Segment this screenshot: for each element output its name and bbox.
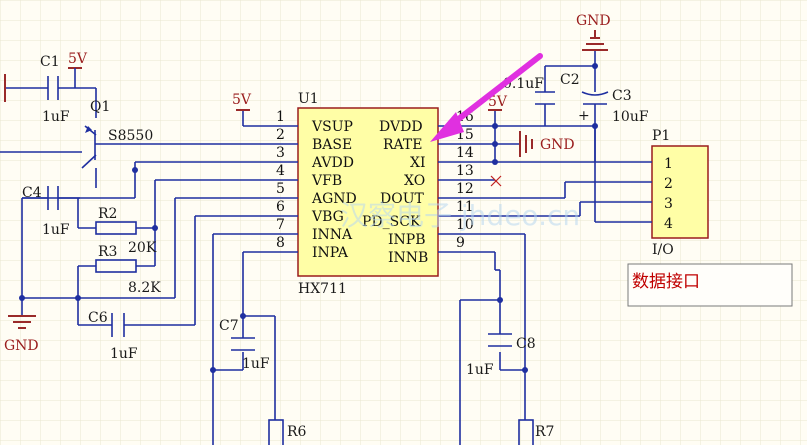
resistor-r3[interactable] <box>95 259 137 273</box>
right-wiring <box>459 50 652 445</box>
c2-ref: C2 <box>560 72 580 88</box>
gnd-symbol-right <box>519 131 533 157</box>
pin-name: VFB <box>311 173 342 189</box>
pointer-arrow <box>430 53 543 142</box>
capacitor-c4[interactable] <box>47 186 59 210</box>
no-connect-mark <box>490 175 502 187</box>
pin-num: 14 <box>456 145 474 161</box>
chip-left-pins: 1 VSUP 2 BASE 3 AVDD 4 VFB 5 AGND 6 VBG … <box>276 109 357 261</box>
pin-num: 10 <box>456 217 474 233</box>
resistor-r7[interactable] <box>518 419 534 445</box>
pin-name: DOUT <box>380 191 425 207</box>
pin-name: INNB <box>388 250 428 266</box>
pin-name: BASE <box>312 137 352 153</box>
connector-pin: 4 <box>664 216 673 232</box>
c8-value: 1uF <box>466 362 494 378</box>
pin-name: XO <box>404 173 425 189</box>
pin-name: RATE <box>383 137 422 153</box>
connector-label: I/O <box>652 242 674 258</box>
pin-name: AGND <box>311 191 357 207</box>
capacitor-c1[interactable] <box>4 74 59 102</box>
resistor-r2[interactable] <box>95 221 137 235</box>
pin-name: AVDD <box>311 155 354 171</box>
gnd-right-label: GND <box>540 137 575 153</box>
chip-right-pin-lines <box>438 125 495 253</box>
left-wiring <box>0 87 276 445</box>
pin-name: INPA <box>312 245 349 261</box>
pin-name: INPB <box>388 232 426 248</box>
c6-ref: C6 <box>88 310 108 326</box>
c7-ref: C7 <box>219 318 239 334</box>
q1-value: S8550 <box>108 128 153 144</box>
vcc-left-label: 5V <box>68 51 88 67</box>
pin-num: 5 <box>276 181 285 197</box>
pin-name: DVDD <box>379 119 423 135</box>
pin-num: 3 <box>276 145 285 161</box>
pin-name: XI <box>410 155 426 171</box>
watermark: 汉察电子 jhdeo.cn <box>340 199 580 232</box>
r6-ref: R6 <box>287 424 307 440</box>
pin-name: VBG <box>311 209 344 225</box>
capacitor-c8[interactable] <box>488 333 512 347</box>
c1-value: 1uF <box>42 109 70 125</box>
note-box <box>627 263 793 307</box>
capacitor-c3[interactable] <box>581 91 609 105</box>
r2-value: 20K <box>128 240 157 256</box>
pin-num: 4 <box>276 163 285 179</box>
gnd-top-label: GND <box>576 13 611 29</box>
chip-ref: U1 <box>298 91 319 107</box>
pin-num: 12 <box>456 181 474 197</box>
capacitor-c7[interactable] <box>231 337 255 351</box>
c4-value: 1uF <box>42 222 70 238</box>
gnd-left-label: GND <box>4 338 39 354</box>
chip-left-pin-lines <box>243 125 298 253</box>
c3-polarity: + <box>578 108 590 124</box>
right-junctions <box>492 63 598 373</box>
resistor-r6[interactable] <box>268 419 284 445</box>
pin-name: VSUP <box>311 119 353 135</box>
pin-num: 9 <box>456 235 465 251</box>
r2-ref: R2 <box>98 206 117 222</box>
connector-p1[interactable] <box>651 145 709 239</box>
vcc-chip-label: 5V <box>232 92 252 108</box>
c7-value: 1uF <box>242 356 270 372</box>
c8-ref: C8 <box>516 336 536 352</box>
hx711-chip-body[interactable] <box>297 107 439 277</box>
pin-name: PD_SCK <box>362 214 421 230</box>
r7-ref: R7 <box>535 424 554 440</box>
capacitor-c6[interactable] <box>111 313 125 337</box>
left-junctions <box>19 167 246 373</box>
pin-num: 13 <box>456 163 474 179</box>
transistor-q1[interactable] <box>81 125 97 169</box>
connector-pin: 1 <box>664 156 673 172</box>
c4-ref: C4 <box>22 185 42 201</box>
r3-ref: R3 <box>98 244 117 260</box>
connector-pin: 3 <box>664 196 673 212</box>
pin-num: 6 <box>276 199 285 215</box>
c3-ref: C3 <box>612 88 632 104</box>
pin-num: 2 <box>276 127 285 143</box>
pin-num: 1 <box>276 109 285 125</box>
vcc-5v-left <box>68 67 82 88</box>
connector-pin: 2 <box>664 176 673 192</box>
vcc-right-label: 5V <box>488 94 508 110</box>
c1-ref: C1 <box>40 54 60 70</box>
pin-num: 11 <box>456 199 474 215</box>
chip-right-pins: 16 DVDD 15 RATE 14 XI 13 XO 12 DOUT 11 P… <box>362 109 474 266</box>
q1-ref: Q1 <box>90 99 110 115</box>
connector-ref: P1 <box>652 128 670 144</box>
gnd-symbol-left <box>8 315 36 329</box>
c3-value: 10uF <box>612 109 649 125</box>
c6-value: 1uF <box>110 346 138 362</box>
chip-name: HX711 <box>298 281 347 297</box>
note-text: 数据接口 <box>632 272 700 292</box>
capacitor-c2[interactable] <box>535 91 555 105</box>
pin-num: 8 <box>276 235 285 251</box>
pin-num: 7 <box>276 217 285 233</box>
r3-value: 8.2K <box>128 280 161 296</box>
pin-name: INNA <box>312 227 353 243</box>
gnd-symbol-top <box>582 30 608 51</box>
